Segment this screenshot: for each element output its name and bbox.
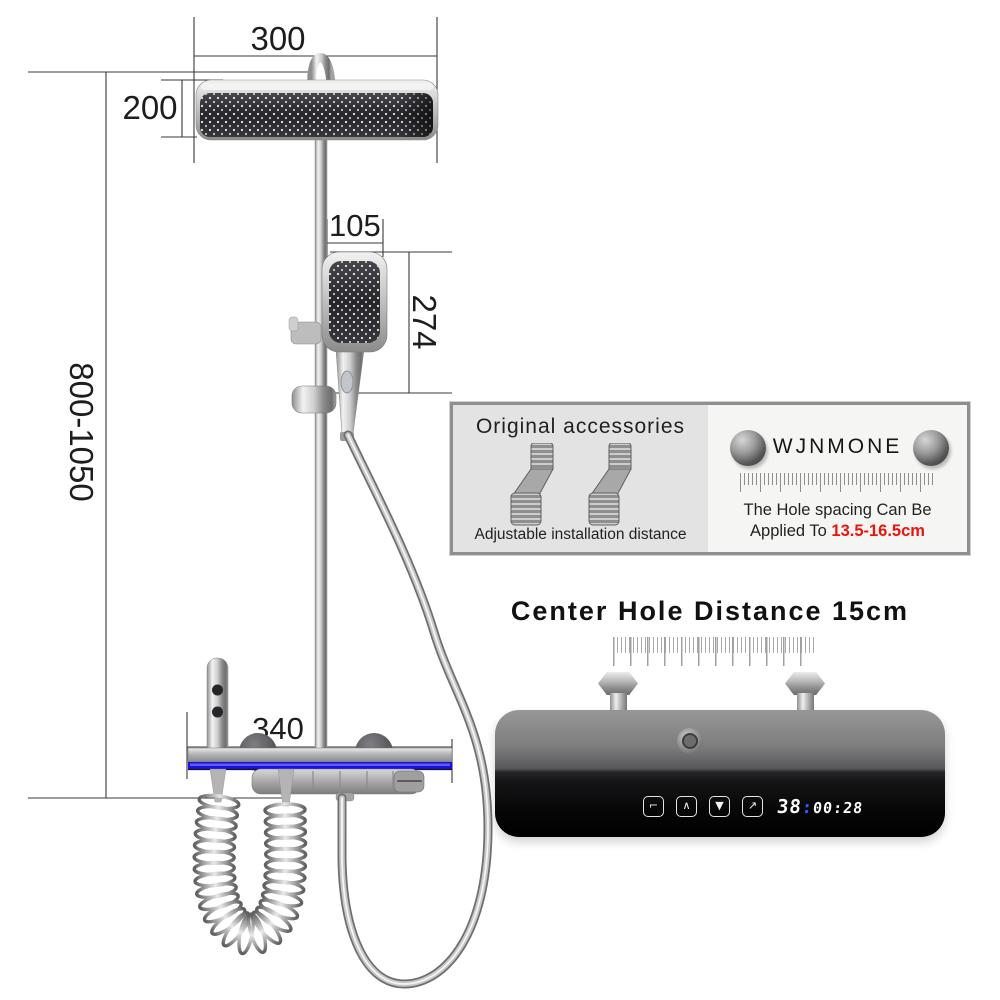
brand-name: WJNMONE	[772, 435, 903, 458]
wall-mount-ball-icon	[730, 430, 766, 466]
dim-pole-height: 800-1050	[63, 362, 100, 501]
slider-bracket-lip	[288, 316, 299, 332]
diverter-knob	[677, 728, 703, 754]
shower-hose	[337, 430, 493, 989]
touch-button-row: ⌐ ∧ ▼ ↗	[643, 796, 763, 817]
elbow-adapter-2	[588, 443, 632, 526]
accessories-inset: Original accessories	[449, 401, 971, 556]
led-strip-highlight	[190, 763, 450, 766]
diverter-knob-center	[682, 733, 698, 749]
display-temperature: 38	[775, 796, 804, 818]
diagonal-arrow-icon: ↗	[742, 796, 763, 817]
valve-body	[209, 768, 425, 807]
center-hole-heading: Center Hole Distance 15cm	[510, 596, 910, 626]
hole-spacing-line2: Applied To 13.5-16.5cm	[708, 522, 967, 541]
dim-handset-height: 274	[406, 294, 443, 349]
spray-down-icon: ▼	[709, 796, 730, 817]
ruler-icon	[740, 473, 936, 493]
shower-pole	[314, 87, 328, 756]
inlet-bolt-right-stem	[797, 693, 814, 712]
dim-head-height: 200	[122, 89, 177, 126]
control-panel-photo: ⌐ ∧ ▼ ↗ 38 : 00:28	[495, 710, 945, 837]
elbow-adapters-image	[510, 443, 632, 526]
slider-bracket	[290, 321, 322, 345]
shelf	[187, 747, 453, 763]
dim-head-width: 300	[250, 20, 305, 57]
inlet-bolt-right	[785, 672, 825, 695]
gooseneck-arm	[307, 53, 336, 95]
dim-handset-width: 105	[329, 208, 381, 243]
accessories-caption: Adjustable installation distance	[474, 526, 687, 543]
coiled-hose	[192, 793, 308, 956]
chevron-up-icon: ∧	[676, 796, 697, 817]
corner-arrow-icon: ⌐	[643, 796, 664, 817]
hole-spacing-range: 13.5-16.5cm	[831, 522, 925, 540]
inlet-bolt-left-stem	[610, 693, 627, 712]
hole-spacing-prefix: Applied To	[750, 522, 827, 540]
spray-gun	[206, 657, 229, 757]
hole-spacing-line1: The Hole spacing Can Be	[743, 501, 932, 519]
hand-shower	[321, 251, 388, 441]
digital-display: 38 : 00:28	[776, 796, 865, 818]
ruler-icon	[613, 637, 815, 667]
inlet-bolt-left	[598, 672, 638, 695]
accessories-inset-right: WJNMONE The Hole spacing Can Be Applied …	[708, 405, 967, 552]
display-time: 00:28	[812, 799, 865, 817]
rain-shower-head	[195, 79, 439, 141]
accessories-title: Original accessories	[475, 415, 686, 438]
elbow-adapter-1	[510, 443, 554, 526]
wall-mount-ball-icon	[913, 430, 949, 466]
accessories-inset-left: Original accessories	[453, 405, 708, 552]
slider-collar	[291, 385, 337, 414]
